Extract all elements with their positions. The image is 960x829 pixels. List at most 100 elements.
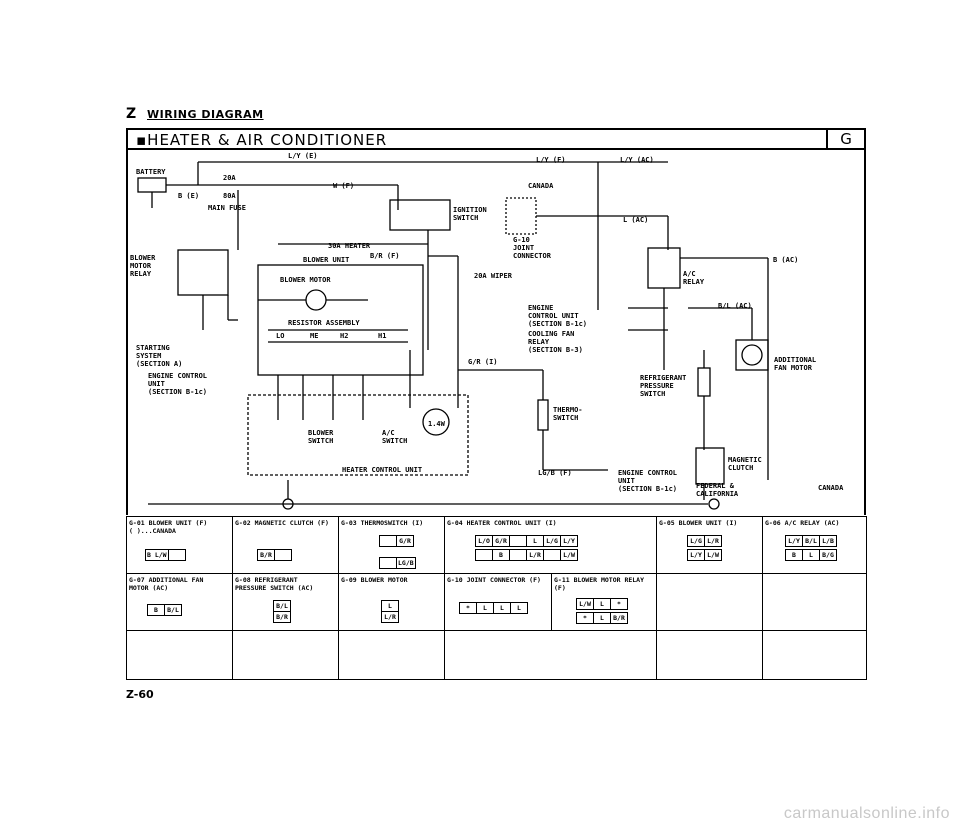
svg-text:1.4W: 1.4W: [428, 420, 446, 428]
svg-text:SWITCH: SWITCH: [308, 437, 333, 445]
watermark: carmanualsonline.info: [783, 805, 950, 822]
svg-text:(SECTION B-3): (SECTION B-3): [528, 346, 583, 354]
component-connector-table: G-01 BLOWER UNIT (F) ( )...CANADA B L/W …: [126, 516, 867, 680]
svg-text:H1: H1: [378, 332, 386, 340]
cell-g02: G-02 MAGNETIC CLUTCH (F) B/R: [232, 516, 339, 574]
g05-caption: G-05 BLOWER UNIT (I): [659, 519, 738, 527]
label-main-fuse: MAIN FUSE: [208, 204, 246, 212]
svg-text:RELAY: RELAY: [528, 338, 550, 346]
svg-text:20A WIPER: 20A WIPER: [474, 272, 513, 280]
g11-caption: G-11 BLOWER MOTOR RELAY (F): [554, 576, 645, 592]
ac-relay-box: [647, 247, 681, 289]
refrig-switch-box: [697, 367, 711, 397]
svg-text:IGNITION: IGNITION: [453, 206, 487, 214]
g03-connector-b: LG/B: [379, 557, 416, 569]
g01-caption: G-01 BLOWER UNIT (F) ( )...CANADA: [129, 519, 208, 535]
svg-text:UNIT: UNIT: [148, 380, 165, 388]
svg-text:SWITCH: SWITCH: [640, 390, 665, 398]
svg-text:BLOWER UNIT: BLOWER UNIT: [303, 256, 349, 264]
svg-text:A/C: A/C: [382, 429, 395, 437]
svg-text:G-10: G-10: [513, 236, 530, 244]
svg-text:THERMO-: THERMO-: [553, 406, 583, 414]
svg-text:CANADA: CANADA: [528, 182, 554, 190]
diagram-frame: BATTERY MAIN FUSE 20A 80A L/Y (E) B (E) …: [126, 150, 866, 515]
label-battery: BATTERY: [136, 168, 166, 176]
svg-text:BLOWER: BLOWER: [308, 429, 334, 437]
svg-text:B/L (AC): B/L (AC): [718, 302, 752, 310]
svg-text:H2: H2: [340, 332, 348, 340]
svg-text:UNIT: UNIT: [618, 477, 635, 485]
svg-text:SWITCH: SWITCH: [453, 214, 478, 222]
svg-text:ENGINE: ENGINE: [528, 304, 553, 312]
svg-text:BLOWER: BLOWER: [130, 254, 156, 262]
section-code: G: [826, 130, 864, 148]
cell-blank: [232, 630, 339, 680]
svg-text:(SECTION B-1c): (SECTION B-1c): [618, 485, 677, 493]
cell-blank: [444, 630, 657, 680]
svg-text:SWITCH: SWITCH: [382, 437, 407, 445]
svg-text:MAGNETIC: MAGNETIC: [728, 456, 762, 464]
cell-blank: [338, 630, 445, 680]
svg-text:B/R (F): B/R (F): [370, 252, 400, 260]
wiring-schematic: BATTERY MAIN FUSE 20A 80A L/Y (E) B (E) …: [130, 152, 844, 510]
svg-text:CALIFORNIA: CALIFORNIA: [696, 490, 739, 498]
cell-g08: G-08 REFRIGERANT PRESSURE SWITCH (AC) B/…: [232, 573, 339, 631]
g01-connector: B L/W: [145, 549, 186, 561]
svg-text:HEATER CONTROL UNIT: HEATER CONTROL UNIT: [342, 466, 422, 474]
g10-caption: G-10 JOINT CONNECTOR (F): [447, 576, 541, 584]
svg-text:MOTOR: MOTOR: [130, 262, 152, 270]
cell-blank: [656, 630, 763, 680]
g02-connector: B/R: [257, 549, 292, 561]
svg-text:L/Y (F): L/Y (F): [536, 156, 566, 164]
g06-caption: G-06 A/C RELAY (AC): [765, 519, 840, 527]
svg-text:LG/B (F): LG/B (F): [538, 469, 572, 477]
cell-blank: [762, 630, 867, 680]
svg-text:CONTROL UNIT: CONTROL UNIT: [528, 312, 579, 320]
cell-g01: G-01 BLOWER UNIT (F) ( )...CANADA B L/W: [126, 516, 233, 574]
svg-text:RELAY: RELAY: [683, 278, 705, 286]
cell-empty-1: [656, 573, 763, 631]
svg-text:CANADA: CANADA: [818, 484, 844, 492]
svg-text:PRESSURE: PRESSURE: [640, 382, 674, 390]
diagram-title: ▪HEATER & AIR CONDITIONER: [136, 131, 388, 149]
svg-text:RELAY: RELAY: [130, 270, 152, 278]
cell-g03: G-03 THERMOSWITCH (I) G/R LG/B: [338, 516, 445, 574]
svg-text:ENGINE CONTROL: ENGINE CONTROL: [618, 469, 677, 477]
svg-text:L/Y (E): L/Y (E): [288, 152, 318, 160]
g02-caption: G-02 MAGNETIC CLUTCH (F): [235, 519, 329, 527]
g07-caption: G-07 ADDITIONAL FAN MOTOR (AC): [129, 576, 204, 592]
svg-text:(SECTION B-1c): (SECTION B-1c): [528, 320, 587, 328]
g03-connector-a: G/R: [379, 535, 414, 547]
section-letter: Z: [126, 106, 137, 122]
g04-caption: G-04 HEATER CONTROL UNIT (I): [447, 519, 557, 527]
svg-text:(SECTION B-1c): (SECTION B-1c): [148, 388, 207, 396]
svg-text:RESISTOR ASSEMBLY: RESISTOR ASSEMBLY: [288, 319, 360, 327]
heater-control-box: [247, 394, 469, 476]
g08-caption: G-08 REFRIGERANT PRESSURE SWITCH (AC): [235, 576, 314, 592]
svg-text:JOINT: JOINT: [513, 244, 534, 252]
svg-text:ME: ME: [310, 332, 318, 340]
svg-text:COOLING FAN: COOLING FAN: [528, 330, 574, 338]
thermoswitch-box: [537, 399, 549, 431]
ignition-switch-box: [389, 199, 451, 231]
svg-text:CLUTCH: CLUTCH: [728, 464, 753, 472]
svg-text:80A: 80A: [223, 192, 236, 200]
cell-blank: [126, 630, 233, 680]
g03-caption: G-03 THERMOSWITCH (I): [341, 519, 424, 527]
svg-text:B (AC): B (AC): [773, 256, 798, 264]
clutch-box: [695, 447, 725, 485]
